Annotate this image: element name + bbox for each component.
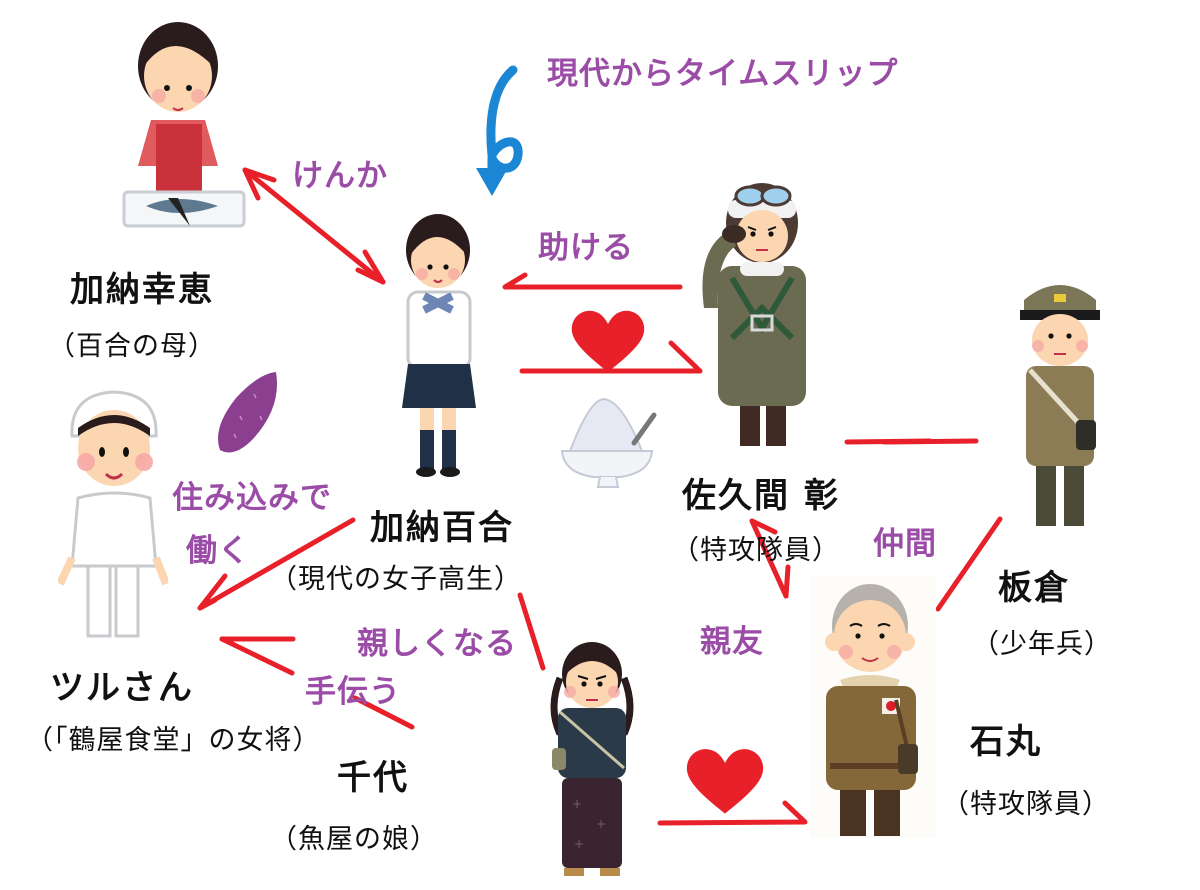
line-tetsudau-diag <box>219 636 295 676</box>
shaved-ice-icon <box>560 397 657 488</box>
label-kenka: けんか <box>292 158 388 194</box>
line-shinyu <box>749 518 789 599</box>
line-shitashiku <box>517 592 546 671</box>
arrowhead-kenka-yuri <box>355 249 386 285</box>
line-love-chiyo-ishimaru <box>657 800 808 826</box>
label-tetsudau: 手伝う <box>305 674 401 710</box>
line-nakama-diag <box>935 516 1003 612</box>
timeslip-caption: 現代からタイムスリップ <box>547 56 899 92</box>
role-tsuru: （「鶴屋食堂」の女将） <box>26 725 321 756</box>
role-itakura: （少年兵） <box>972 629 1112 660</box>
name-yuri: 加納百合 <box>370 508 514 548</box>
role-akira: （特攻隊員） <box>672 535 840 566</box>
role-yuri: （現代の女子高生） <box>270 564 522 595</box>
svg-text:+: + <box>596 817 606 831</box>
arrowhead-kenka-sachie <box>242 167 277 201</box>
heart-icon <box>686 749 764 814</box>
label-sumikomi-2: 働く <box>186 533 250 569</box>
figure-chiyo: + + + <box>550 642 634 876</box>
line-kenka <box>242 167 386 285</box>
sweet-potato-icon <box>218 372 277 453</box>
role-chiyo: （魚屋の娘） <box>270 824 438 855</box>
figure-sachie <box>122 22 246 228</box>
role-ishimaru: （特攻隊員） <box>942 789 1110 820</box>
name-sachie: 加納幸恵 <box>70 270 214 310</box>
figure-itakura <box>1020 285 1100 526</box>
label-nakama: 仲間 <box>873 526 937 562</box>
label-shinyu: 親友 <box>700 624 764 660</box>
label-sumikomi-1: 住み込みで <box>172 480 332 516</box>
label-shitashiku: 親しくなる <box>357 626 517 662</box>
name-chiyo: 千代 <box>337 758 409 798</box>
figure-ishimaru <box>810 576 936 838</box>
role-sachie: （百合の母） <box>48 331 216 362</box>
line-tetsudau-bottom <box>352 695 415 730</box>
name-ishimaru: 石丸 <box>970 722 1042 762</box>
svg-text:+: + <box>572 797 582 811</box>
name-akira: 佐久間 彰 <box>682 476 840 516</box>
name-tsuru: ツルさん <box>50 668 194 708</box>
line-tasukeru <box>502 272 683 290</box>
figure-akira <box>702 183 806 446</box>
svg-text:+: + <box>574 837 584 851</box>
name-itakura: 板倉 <box>998 568 1070 608</box>
figure-yuri <box>402 214 476 477</box>
time-slip-loop-arrow-icon <box>476 65 523 196</box>
label-tasukeru: 助ける <box>538 230 634 266</box>
figure-tsuru <box>58 390 168 638</box>
heart-icon <box>571 310 645 372</box>
line-love-yuri-akira <box>519 340 703 374</box>
